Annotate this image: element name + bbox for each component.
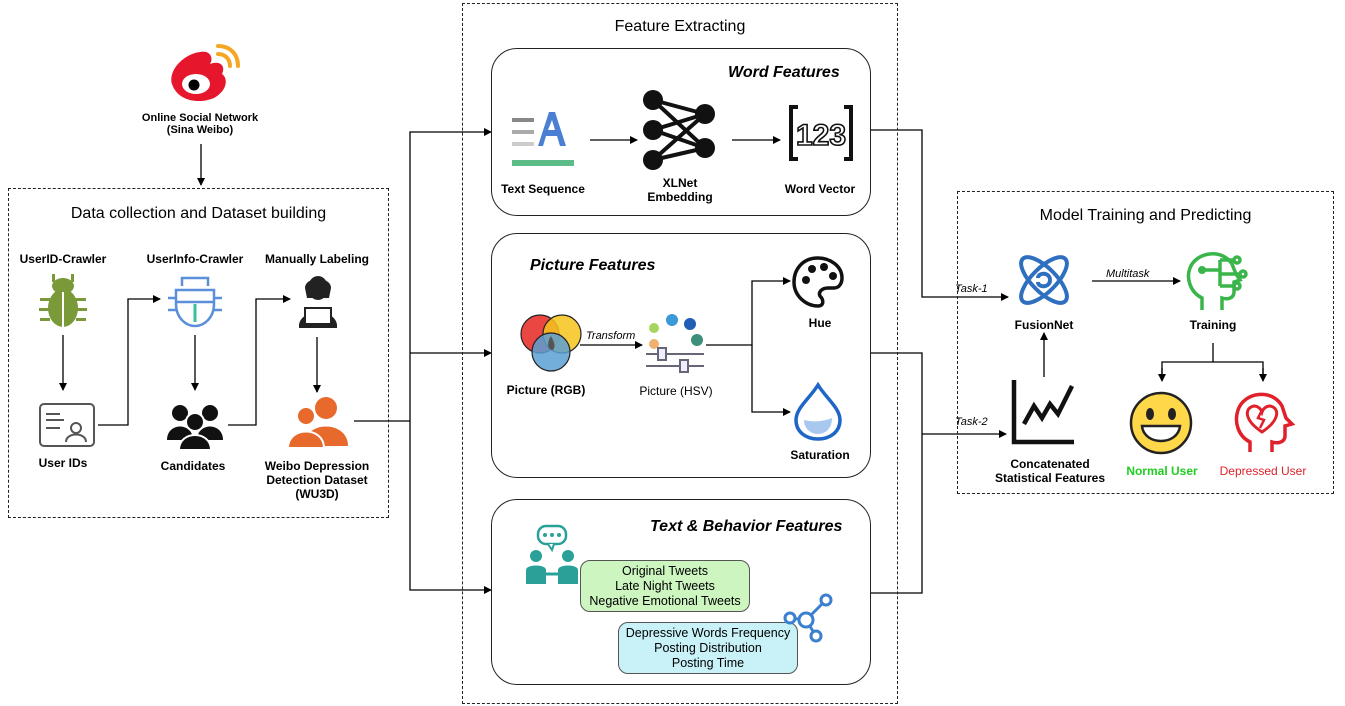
hsv-palette-icon [646, 314, 704, 373]
water-drop-icon [794, 382, 842, 441]
training-panel [957, 191, 1334, 494]
smiley-face-icon [1129, 391, 1193, 455]
labeler-icon [299, 276, 337, 328]
transform-label: Transform [586, 330, 636, 342]
svg-text:123: 123 [796, 119, 846, 152]
neural-network-icon [643, 90, 715, 170]
source-title: Online Social Network [141, 112, 259, 124]
chatting-users-icon [526, 524, 578, 584]
candidates-label: Candidates [160, 459, 226, 473]
picture-hsv-label: Picture (HSV) [639, 384, 713, 398]
candidates-group-icon [167, 405, 223, 450]
dataset-line3: (WU3D) [295, 487, 339, 501]
source-label: Online Social Network (Sina Weibo) [100, 112, 300, 136]
tweet-stats-group: Original Tweets Late Night Tweets Negati… [580, 560, 750, 612]
network-nodes-icon [783, 593, 833, 643]
fusionnet-label: FusionNet [1014, 318, 1074, 332]
userinfo-crawler-label: UserInfo-Crawler [146, 252, 244, 266]
tweet-stat-item: Negative Emotional Tweets [589, 594, 741, 608]
normal-user-label: Normal User [1126, 464, 1198, 478]
xlnet-label: XLNet Embedding [630, 176, 730, 204]
bug-icon [39, 274, 87, 327]
text-sequence-icon [512, 112, 574, 166]
collection-panel [8, 188, 389, 518]
task1-label: Task-1 [955, 283, 988, 295]
collection-title: Data collection and Dataset building [70, 205, 327, 222]
training-label: Training [1189, 318, 1237, 332]
dataset-line2: Detection Dataset [266, 473, 368, 487]
extracting-title: Feature Extracting [614, 18, 746, 35]
word-features-title: Word Features [728, 64, 840, 81]
ai-head-icon [1186, 252, 1248, 310]
saturation-label: Saturation [790, 448, 850, 462]
dataset-line1: Weibo Depression [264, 459, 370, 473]
picture-features-box [491, 233, 871, 478]
hue-label: Hue [808, 316, 832, 330]
behavior-stats-group: Depressive Words Frequency Posting Distr… [618, 622, 798, 674]
behavior-stat-item: Depressive Words Frequency [625, 626, 791, 640]
manual-labeling-label: Manually Labeling [264, 252, 369, 266]
picture-rgb-label: Picture (RGB) [506, 383, 586, 397]
training-title: Model Training and Predicting [1039, 207, 1252, 224]
xlnet-line2: Embedding [647, 190, 713, 204]
concat-label: Concatenated Statistical Features [990, 457, 1110, 485]
userid-crawler-label: UserID-Crawler [19, 252, 107, 266]
task2-label: Task-2 [955, 416, 988, 428]
user-ids-label: User IDs [38, 456, 88, 470]
extracting-panel [462, 3, 898, 704]
source-subtitle: (Sina Weibo) [166, 124, 234, 136]
xlnet-line1: XLNet [662, 176, 698, 190]
tweet-stat-item: Original Tweets [622, 564, 708, 578]
word-vector-label: Word Vector [784, 182, 856, 196]
behavior-features-title: Text & Behavior Features [650, 518, 843, 535]
depressed-user-label: Depressed User [1219, 464, 1307, 478]
picture-features-title: Picture Features [530, 257, 656, 274]
concat-line1: Concatenated [1010, 457, 1090, 471]
behavior-stat-item: Posting Time [671, 656, 745, 670]
dataset-users-icon [286, 397, 348, 449]
dataset-label: Weibo Depression Detection Dataset (WU3D… [252, 459, 382, 501]
text-sequence-label: Text Sequence [501, 182, 585, 196]
rgb-circles-icon [520, 314, 582, 372]
behavior-features-box [491, 499, 871, 685]
word-features-box [491, 48, 871, 216]
behavior-stat-item: Posting Distribution [654, 641, 762, 655]
weibo-logo-icon [171, 44, 240, 102]
tweet-stat-item: Late Night Tweets [615, 579, 715, 593]
depressed-head-icon [1234, 392, 1296, 452]
crawler-icon [168, 276, 222, 328]
concat-line2: Statistical Features [994, 471, 1106, 485]
palette-icon [792, 256, 844, 308]
id-card-icon [39, 403, 95, 447]
fusionnet-atom-icon [1019, 255, 1069, 305]
word-vector-icon: 123 [789, 105, 853, 161]
statistics-chart-icon [1011, 380, 1075, 445]
multitask-label: Multitask [1106, 268, 1150, 280]
